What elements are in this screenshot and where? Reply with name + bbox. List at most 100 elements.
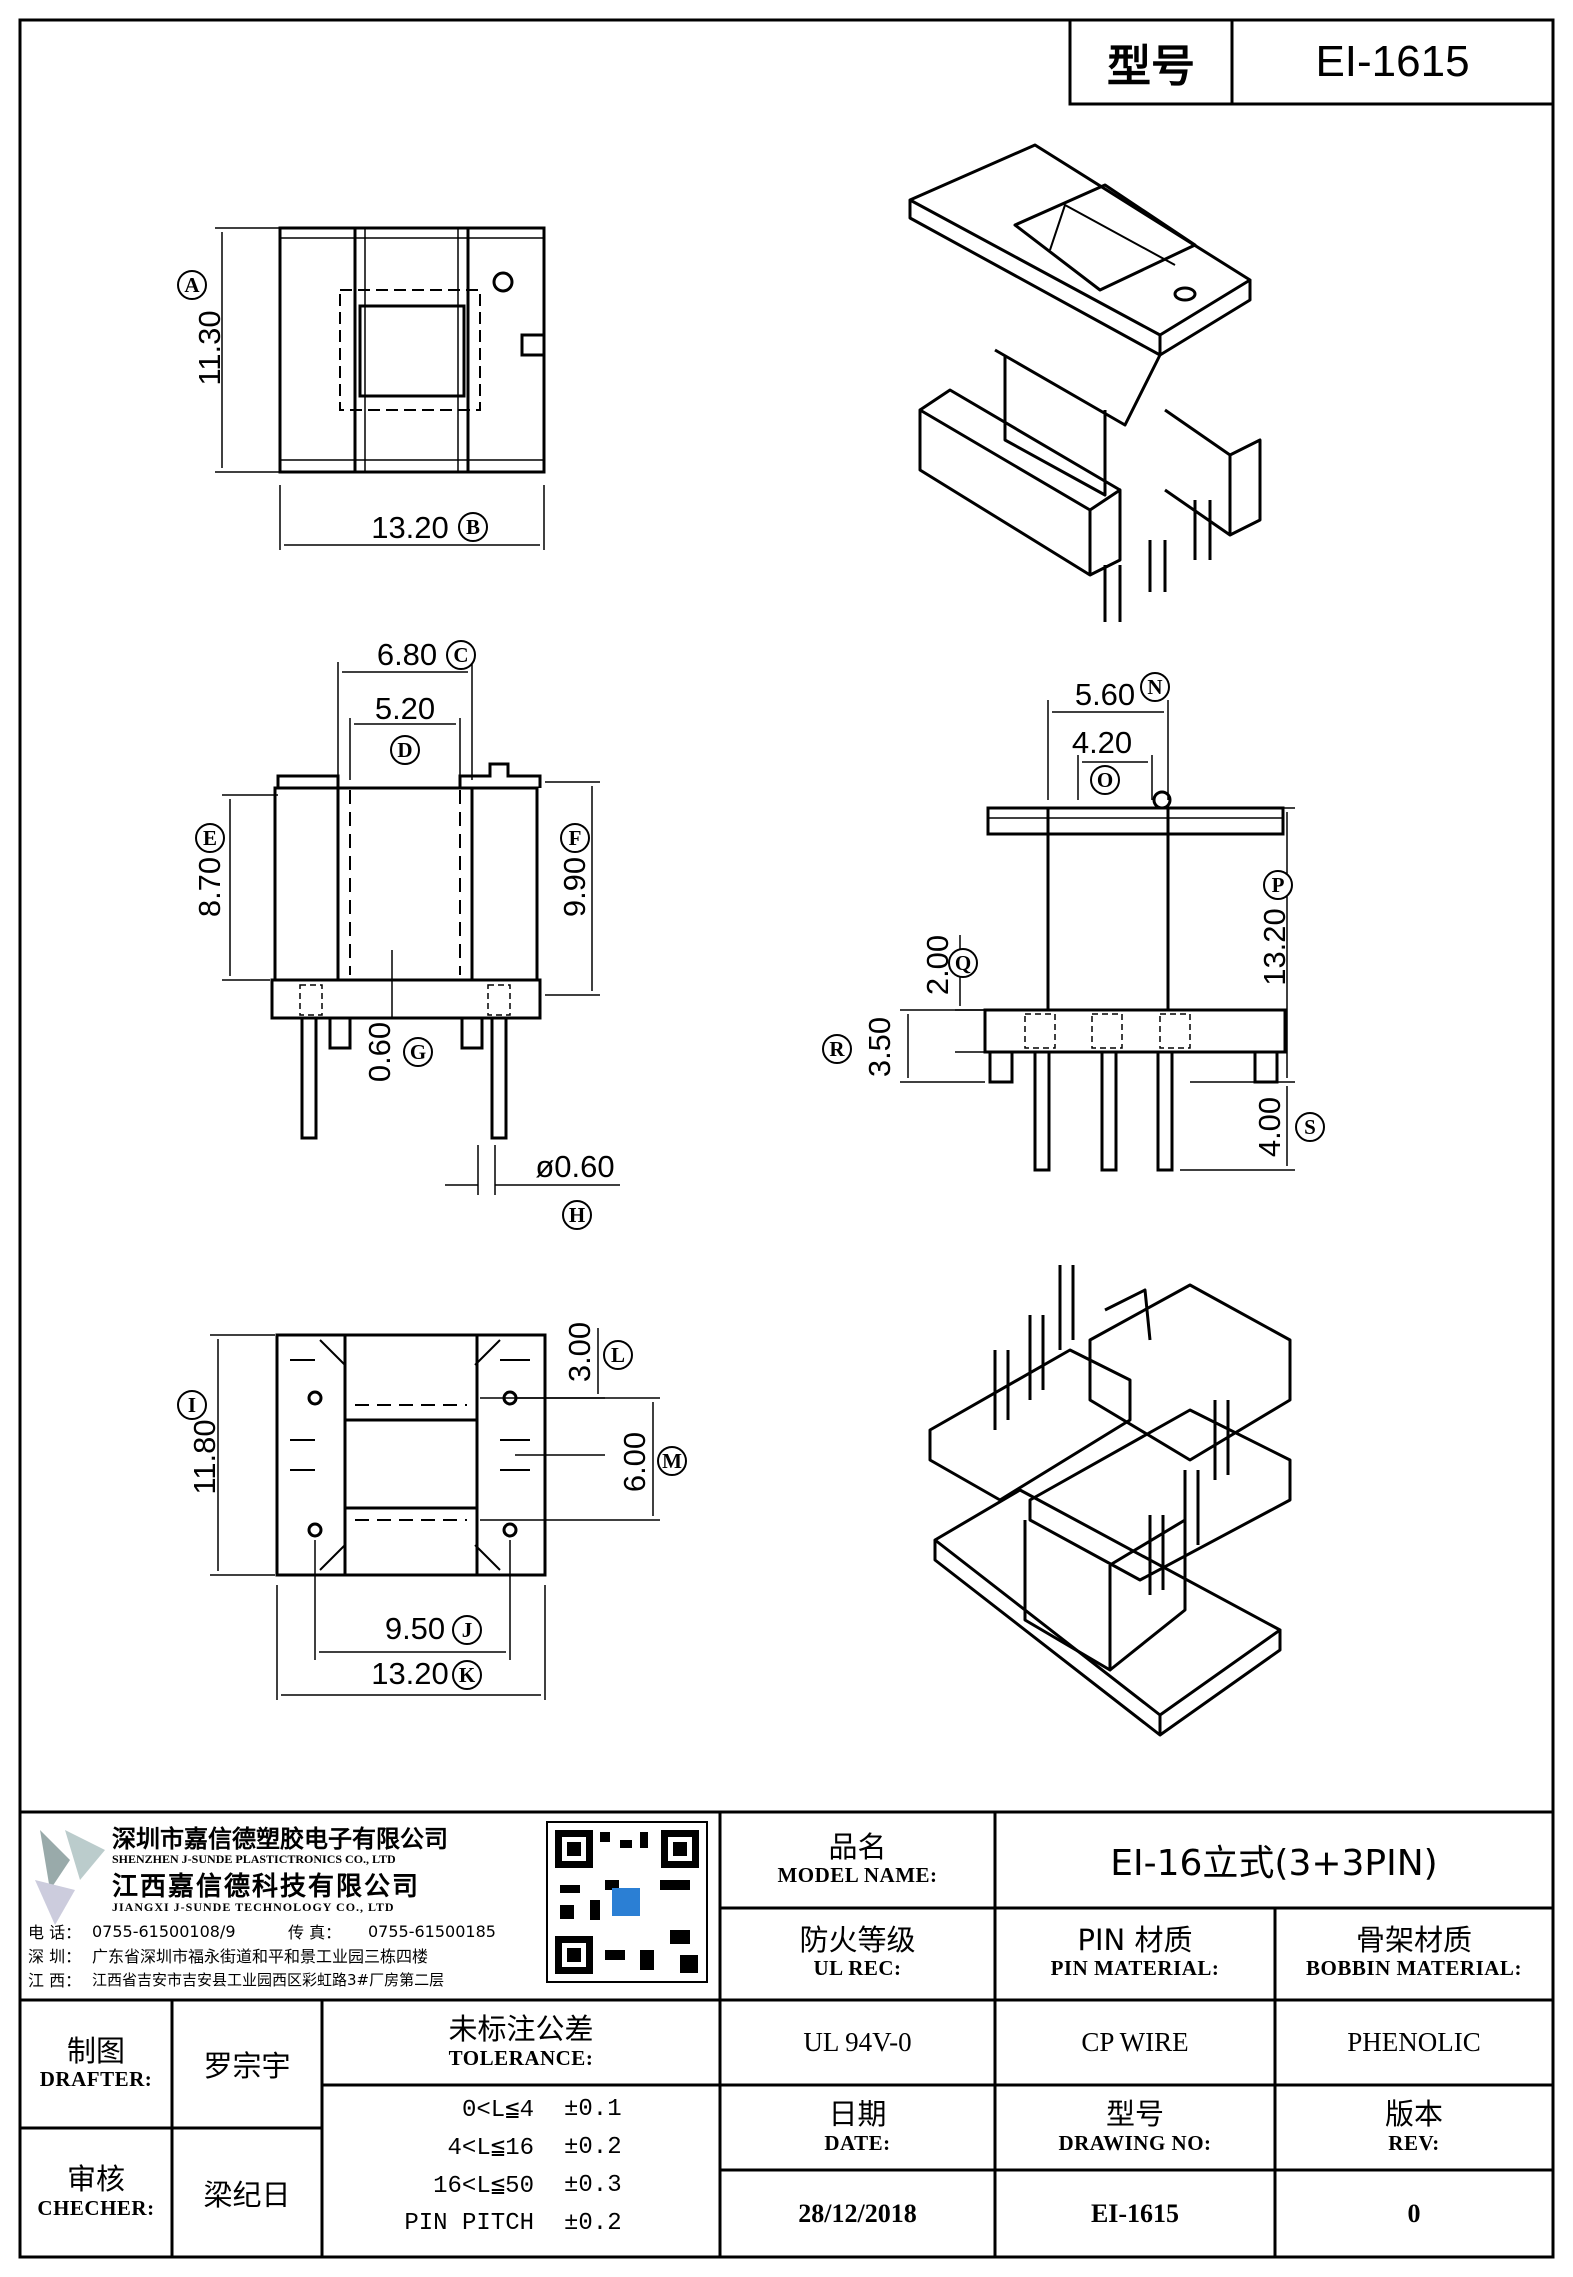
dim-H: ø0.60 — [535, 1149, 615, 1184]
bubble-D: D — [390, 735, 420, 765]
top-view — [215, 226, 546, 550]
bobbin-material-value: PHENOLIC — [1347, 2027, 1481, 2057]
dim-C: 6.80 — [376, 637, 438, 672]
fax-value: 0755-61500185 — [368, 1921, 496, 1941]
pin-material-value: CP WIRE — [1081, 2027, 1189, 2057]
bottom-view — [210, 1328, 660, 1700]
dim-J: 9.50 — [384, 1611, 446, 1646]
date-label: 日期 DATE: — [722, 2087, 993, 2168]
bubble-J: J — [452, 1615, 482, 1645]
dim-G: 0.60 — [362, 1021, 397, 1083]
tolerance-en: TOLERANCE: — [448, 2045, 594, 2070]
bubble-B: B — [458, 512, 488, 542]
bubble-A: A — [177, 270, 207, 300]
company-name-en-1: SHENZHEN J-SUNDE PLASTICTRONICS CO., LTD — [112, 1851, 396, 1866]
dim-E: 8.70 — [192, 856, 227, 918]
bubble-F: F — [560, 823, 590, 853]
drawing-no-en: DRAWING NO: — [1058, 2130, 1212, 2155]
dim-F: 9.90 — [557, 856, 592, 918]
header-model-value: EI-1615 — [1315, 37, 1470, 86]
tolerance-value: ±0.3 — [564, 2171, 622, 2199]
company-logo — [35, 1830, 105, 1925]
bubble-I: I — [177, 1390, 207, 1420]
dim-K: 13.20 — [371, 1656, 449, 1691]
bubble-C: C — [446, 640, 476, 670]
drawing-no-cn: 型号 — [1105, 2097, 1164, 2132]
tolerance-range: PIN PITCH — [404, 2209, 534, 2237]
drafter-en: DRAFTER: — [39, 2067, 153, 2092]
tolerance-cn: 未标注公差 — [448, 2012, 594, 2047]
tolerance-value: ±0.2 — [564, 2133, 622, 2161]
model-name-value: EI-16立式(3+3PIN) — [1110, 1843, 1438, 1884]
bubble-E: E — [195, 823, 225, 853]
bobbin-material-cn: 骨架材质 — [1355, 1922, 1472, 1957]
company-name-cn-2: 江西嘉信德科技有限公司 — [112, 1871, 421, 1902]
rev-en: REV: — [1388, 2130, 1440, 2155]
header-model-label: 型号 — [1107, 41, 1195, 92]
addr2-label: 江 西： — [28, 1971, 82, 1990]
tolerance-value: ±0.1 — [564, 2095, 622, 2123]
dim-O: 4.20 — [1071, 725, 1133, 760]
bobbin-material-label: 骨架材质 BOBBIN MATERIAL: — [1277, 1910, 1551, 1996]
bubble-M: M — [657, 1446, 687, 1476]
dim-R: 3.50 — [862, 1016, 897, 1078]
ul-rec-cn: 防火等级 — [799, 1922, 916, 1957]
tolerance-range: 4<L≦16 — [447, 2135, 534, 2162]
phone-label: 电 话： — [28, 1923, 82, 1942]
date-en: DATE: — [824, 2130, 891, 2155]
pin-material-en: PIN MATERIAL: — [1050, 1956, 1220, 1981]
bubble-R: R — [822, 1034, 852, 1064]
tolerance-label: 未标注公差 TOLERANCE: — [324, 2002, 718, 2083]
bubble-N: N — [1140, 672, 1170, 702]
tolerance-value: ±0.2 — [564, 2209, 622, 2237]
dim-A: 11.30 — [192, 310, 227, 386]
qr-code — [546, 1821, 708, 1983]
drafter-value: 罗宗宇 — [203, 2049, 291, 2083]
fax-label: 传 真： — [288, 1923, 342, 1942]
ul-rec-en: UL REC: — [813, 1956, 902, 1981]
bubble-H: H — [562, 1200, 592, 1230]
dim-P: 13.20 — [1257, 908, 1292, 986]
tolerance-range: 16<L≦50 — [433, 2173, 534, 2200]
date-value: 28/12/2018 — [798, 2198, 917, 2228]
bobbin-material-en: BOBBIN MATERIAL: — [1306, 1956, 1522, 1981]
pin-material-label: PIN 材质 PIN MATERIAL: — [997, 1910, 1273, 1996]
addr2-value: 江西省吉安市吉安县工业园西区彩虹路3#厂房第二层 — [92, 1970, 445, 1989]
date-cn: 日期 — [828, 2097, 887, 2132]
rev-cn: 版本 — [1384, 2097, 1443, 2132]
drafter-label: 制图 DRAFTER: — [22, 2002, 170, 2126]
ul-rec-value: UL 94V-0 — [803, 2027, 912, 2057]
dim-L: 3.00 — [562, 1321, 597, 1383]
dim-B: 13.20 — [371, 510, 449, 545]
checker-cn: 审核 — [66, 2162, 125, 2197]
ul-rec-label: 防火等级 UL REC: — [722, 1910, 993, 1996]
bubble-S: S — [1295, 1112, 1325, 1142]
checker-label: 审核 CHECHER: — [22, 2130, 170, 2255]
pin-material-cn: PIN 材质 — [1077, 1922, 1193, 1957]
tolerance-table: 0<L≦4 ±0.1 4<L≦16 ±0.2 16<L≦50 ±0.3 PIN … — [324, 2090, 718, 2250]
company-name-cn-1: 深圳市嘉信德塑胶电子有限公司 — [112, 1824, 448, 1853]
rev-label: 版本 REV: — [1277, 2087, 1551, 2168]
addr1-value: 广东省深圳市福永街道和平和景工业园三栋四楼 — [92, 1947, 429, 1966]
isometric-view-bottom — [928, 1265, 1292, 1737]
front-view — [222, 662, 620, 1195]
company-name-en-2: JIANGXI J-SUNDE TECHNOLOGY CO., LTD — [112, 1899, 395, 1914]
bubble-P: P — [1263, 870, 1293, 900]
rev-value: 0 — [1407, 2198, 1421, 2228]
bubble-L: L — [603, 1340, 633, 1370]
bubble-O: O — [1090, 765, 1120, 795]
bubble-K: K — [452, 1660, 482, 1690]
isometric-view-top — [908, 143, 1262, 622]
model-name-label: 品名 MODEL NAME: — [722, 1814, 993, 1906]
side-view — [900, 700, 1295, 1172]
model-name-cn: 品名 — [828, 1829, 887, 1864]
checker-en: CHECHER: — [37, 2195, 155, 2220]
dim-N: 5.60 — [1074, 677, 1136, 712]
drawing-no-value: EI-1615 — [1090, 2198, 1180, 2228]
drawing-no-label: 型号 DRAWING NO: — [997, 2087, 1273, 2168]
phone-value: 0755-61500108/9 — [92, 1921, 236, 1941]
addr1-label: 深 圳： — [28, 1947, 82, 1966]
bubble-G: G — [403, 1037, 433, 1067]
dim-M: 6.00 — [617, 1431, 652, 1493]
